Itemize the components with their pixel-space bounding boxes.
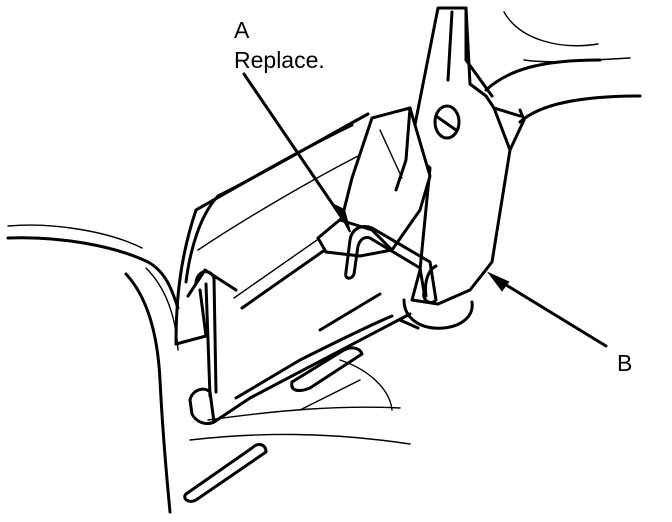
callout-b-letter: B [617,350,633,376]
callout-a-letter: A [234,17,250,43]
callout-a-text: Replace. [234,47,325,73]
spring-clip [188,270,412,426]
body-contour [6,224,411,514]
tool-b [398,6,642,330]
wire-clip-a [344,225,438,304]
clip-housing [316,106,432,258]
lower-rails [183,292,394,503]
leader-lines [242,72,608,348]
